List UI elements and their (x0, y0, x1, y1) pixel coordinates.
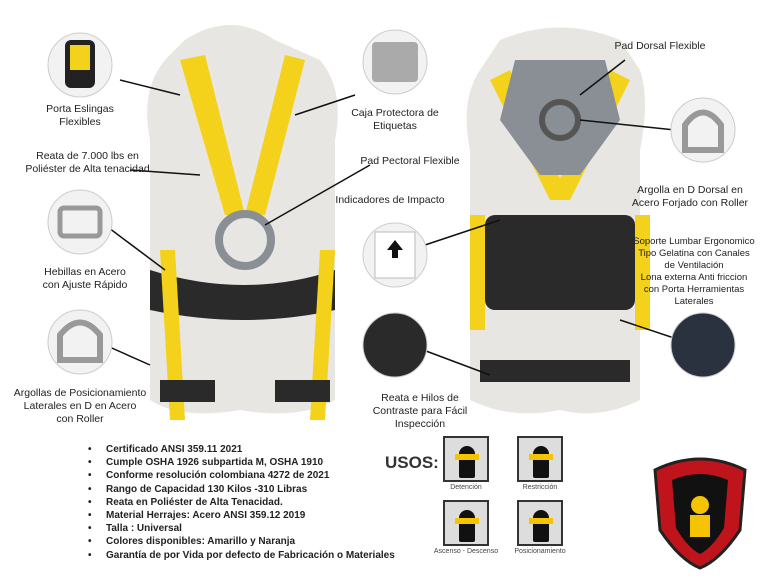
callout-line: Indicadores de Impacto (335, 194, 445, 206)
detencion-icon (443, 436, 489, 482)
brand-shield-logo (653, 457, 747, 570)
usos-title: USOS: (385, 453, 439, 472)
callout-line: Reata de 7.000 lbs en (36, 150, 139, 162)
use-label: Restricción (522, 484, 558, 491)
callout-line: Contraste para Fácil (372, 405, 468, 417)
callout-line: Laterales en D en Acero (23, 400, 137, 412)
spec-item: Certificado ANSI 359.11 2021 (88, 443, 395, 456)
callout-line: Caja Protectora de (351, 107, 439, 119)
callout-line: con Ajuste Rápido (42, 279, 128, 291)
spec-item: Reata en Poliéster de Alta Tenacidad. (88, 496, 395, 509)
callout-line: Pad Dorsal Flexible (614, 40, 706, 52)
use-detencion: Detención (441, 436, 491, 491)
use-label: Ascenso - Descenso (433, 548, 499, 555)
callout-line: Argolla en D Dorsal en (637, 184, 743, 196)
callout-line: Porta Eslingas (46, 103, 114, 115)
spec-item: Talla : Universal (88, 522, 395, 535)
callout-line: con Porta Herramientas (643, 284, 745, 295)
callout-line: Lona externa Anti friccion (640, 272, 748, 283)
back-harness (466, 27, 650, 414)
spec-item: Conforme resolución colombiana 4272 de 2… (88, 469, 395, 482)
spec-item: Rango de Capacidad 130 Kilos -310 Libras (88, 483, 395, 496)
callout-line: Inspección (394, 418, 446, 430)
callout-line: Laterales (674, 296, 714, 307)
spec-item: Colores disponibles: Amarillo y Naranja (88, 535, 395, 548)
callout-line: con Roller (56, 413, 104, 425)
spec-item: Cumple OSHA 1926 subpartida M, OSHA 1910 (88, 456, 395, 469)
use-ascenso-descenso: Ascenso - Descenso (433, 500, 499, 555)
callout-line: Acero Forjado con Roller (631, 197, 749, 209)
callout-line: Argollas de Posicionamiento (13, 387, 147, 399)
restriccion-icon (517, 436, 563, 482)
callout-line: Poliéster de Alta tenacidad (25, 163, 150, 175)
spec-list: Certificado ANSI 359.11 2021 Cumple OSHA… (88, 443, 395, 562)
spec-item: Material Herrajes: Acero ANSI 359.12 201… (88, 509, 395, 522)
detail-thumbnails (47, 29, 736, 378)
use-posicionamiento: Posicionamiento (509, 500, 571, 555)
callout-line: Pad Pectoral Flexible (360, 155, 460, 167)
ascenso-descenso-icon (443, 500, 489, 546)
callout-line: Hebillas en Acero (44, 266, 126, 278)
callout-pad-pectoral: Pad Pectoral Flexible (340, 155, 480, 168)
use-label: Detención (450, 484, 482, 491)
callout-indicadores: Indicadores de Impacto (325, 194, 455, 207)
posicionamiento-icon (517, 500, 563, 546)
callout-line: de Ventilación (664, 260, 724, 271)
callout-line: Etiquetas (373, 120, 417, 132)
front-harness (147, 25, 338, 420)
callout-line: Soporte Lumbar Ergonomico (633, 236, 755, 247)
use-label: Posicionamiento (514, 548, 566, 555)
callout-line: Flexibles (59, 116, 101, 128)
callout-line: Tipo Gelatina con Canales (638, 248, 750, 259)
spec-item: Garantía de por Vida por defecto de Fabr… (88, 549, 395, 562)
callout-line: Reata e Hilos de (381, 392, 459, 404)
callout-pad-dorsal: Pad Dorsal Flexible (600, 40, 720, 53)
use-restriccion: Restricción (515, 436, 565, 491)
